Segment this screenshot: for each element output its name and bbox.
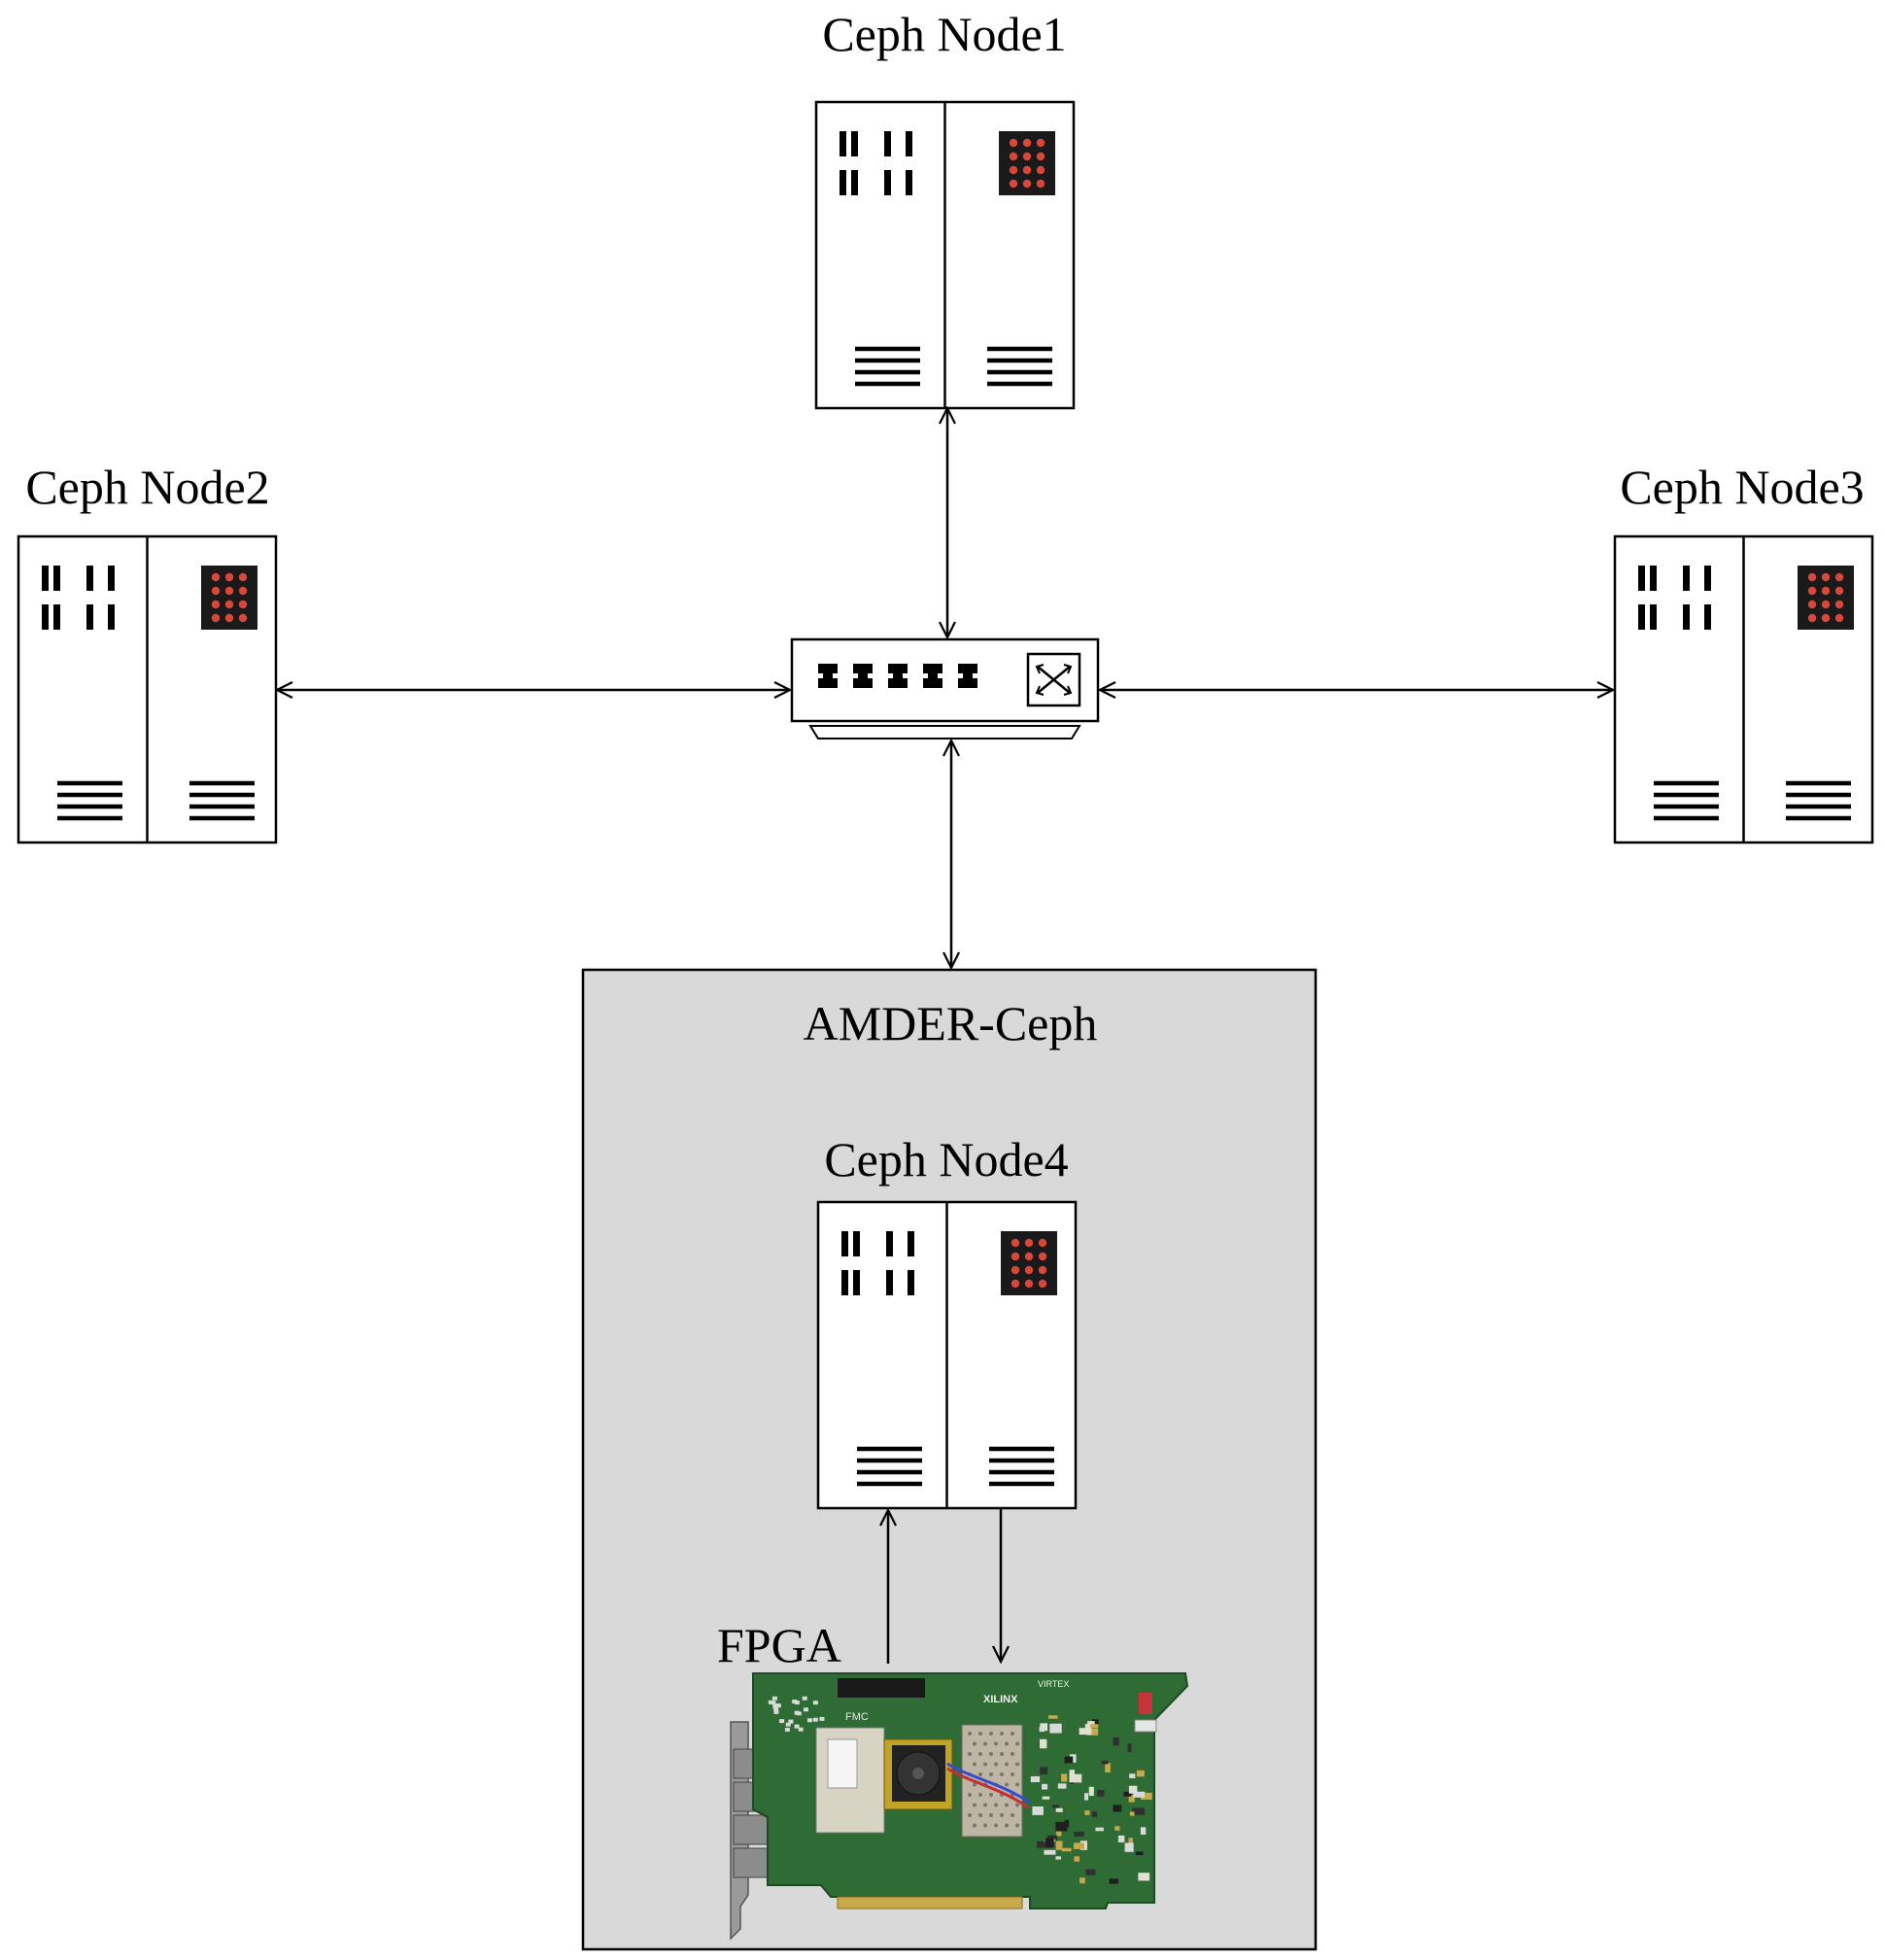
switch-base [808,725,1081,739]
amder-ceph-label: AMDER-Ceph [804,996,1098,1050]
vent-lines-icon [1654,780,1851,821]
fmc-label: FMC [845,1711,869,1723]
vent-lines-icon [857,1446,1054,1487]
ceph-node1-server [814,100,1076,410]
network-switch [790,637,1100,739]
ceph-node4-server [816,1200,1078,1510]
ethernet-port-icon [818,673,838,688]
drive-bay-icon [42,566,115,630]
red-connector [1139,1693,1152,1714]
status-led-panel-icon [1798,566,1854,630]
status-led-panel-icon [1001,1231,1057,1295]
fpga-label: FPGA [717,1618,841,1672]
vent-lines-icon [855,346,1052,387]
switch-icon [1026,652,1081,707]
pcie-edge-connector [837,1896,1023,1909]
ethernet-port-icon [958,673,977,688]
fmc-connector [838,1678,925,1698]
status-led-panel-icon [999,131,1055,195]
pcb-components [768,1696,1152,1884]
fpga-board-image: FMC XILINX VIRTEX [730,1672,1189,1941]
ceph-node1-label: Ceph Node1 [822,7,1066,61]
ceph-node4-label: Ceph Node4 [824,1132,1068,1186]
fan-wires [946,1762,1031,1805]
switch-ports [818,664,977,688]
ethernet-port-icon [923,673,942,688]
drive-bay-icon [841,1231,914,1295]
vent-lines-icon [57,780,255,821]
connections [277,408,1613,1664]
ceph-node2-server [17,534,278,844]
ethernet-port-icon [853,673,873,688]
xilinx-brand: XILINX [983,1694,1018,1705]
drive-bay-icon [1638,566,1711,630]
ceph-node3-server [1613,534,1874,844]
ceph-node2-label: Ceph Node2 [25,460,269,514]
ethernet-port-icon [888,673,908,688]
status-led-panel-icon [201,566,257,630]
ceph-node3-label: Ceph Node3 [1620,460,1864,514]
drive-bay-icon [840,131,912,195]
virtex-brand: VIRTEX [1038,1679,1069,1689]
